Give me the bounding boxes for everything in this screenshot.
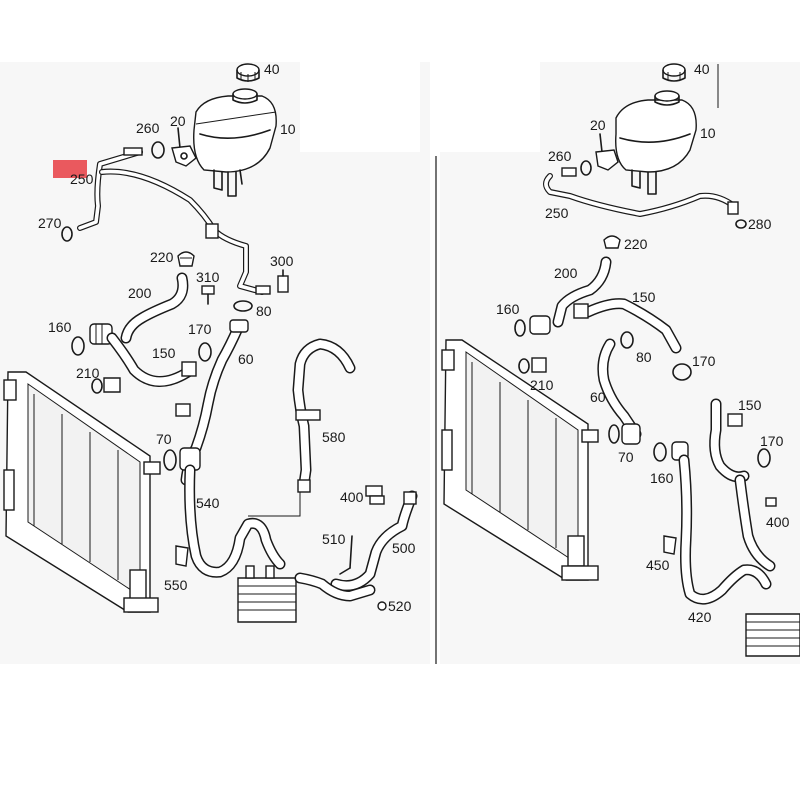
left-oil-cooler bbox=[237, 565, 297, 623]
right-label-450: 450 bbox=[646, 557, 670, 573]
left-leader-580-540 bbox=[248, 492, 301, 517]
left-label-220: 220 bbox=[150, 249, 174, 265]
left-label-150: 150 bbox=[152, 345, 176, 361]
left-label-200: 200 bbox=[128, 285, 152, 301]
left-label-260: 260 bbox=[136, 120, 160, 136]
left-label-80: 80 bbox=[256, 303, 272, 319]
left-part-400-clip bbox=[365, 485, 385, 505]
left-part-260-ring bbox=[151, 141, 165, 159]
right-panel-notch bbox=[440, 62, 540, 152]
left-label-300: 300 bbox=[270, 253, 294, 269]
left-part-160-fitting bbox=[71, 323, 113, 356]
right-label-400: 400 bbox=[766, 514, 790, 530]
left-part-500-hose bbox=[330, 490, 418, 592]
right-part-150-hose bbox=[573, 298, 682, 354]
left-label-310: 310 bbox=[196, 269, 220, 285]
left-part-250-hose bbox=[77, 147, 271, 295]
right-part-80-seal bbox=[620, 331, 634, 349]
left-lower-return-hose bbox=[294, 572, 376, 602]
right-oil-cooler bbox=[745, 613, 800, 657]
right-label-170: 170 bbox=[692, 353, 716, 369]
right-part-20-valve bbox=[595, 133, 619, 171]
left-part-510-bracket bbox=[339, 535, 353, 575]
right-radiator bbox=[441, 339, 599, 581]
left-part-170-ring bbox=[198, 342, 212, 362]
right-part-40-cap bbox=[662, 63, 686, 82]
left-part-80-seal bbox=[233, 300, 253, 312]
left-part-310-bolt bbox=[201, 285, 215, 305]
right-part-200-hose bbox=[552, 256, 612, 328]
left-part-20-valve bbox=[171, 127, 197, 167]
right-label-160: 160 bbox=[496, 301, 520, 317]
right-label-170b: 170 bbox=[760, 433, 784, 449]
left-label-10: 10 bbox=[280, 121, 296, 137]
left-part-550-bracket bbox=[175, 545, 189, 567]
left-label-70: 70 bbox=[156, 431, 172, 447]
right-label-70: 70 bbox=[618, 449, 634, 465]
left-label-510: 510 bbox=[322, 531, 346, 547]
left-part-150-hose bbox=[106, 332, 197, 387]
left-part-540-hose bbox=[184, 464, 286, 578]
left-label-170: 170 bbox=[188, 321, 212, 337]
left-label-520: 520 bbox=[388, 598, 412, 614]
right-part-220-clamp bbox=[603, 235, 621, 249]
left-part-220-clamp bbox=[177, 251, 195, 267]
right-diagram: 40 10 20 260 250 280 220 200 150 160 80 … bbox=[441, 61, 800, 657]
left-label-20: 20 bbox=[170, 113, 186, 129]
right-part-210-fitting bbox=[518, 357, 547, 374]
right-part-160-fitting bbox=[514, 315, 551, 337]
right-part-260-ring bbox=[580, 160, 592, 176]
right-part-280-ring bbox=[735, 219, 747, 229]
left-label-160: 160 bbox=[48, 319, 72, 335]
left-part-270-ring bbox=[61, 226, 73, 242]
left-label-550: 550 bbox=[164, 577, 188, 593]
left-part-200-hose bbox=[120, 272, 189, 344]
left-label-250: 250 bbox=[70, 171, 94, 187]
left-part-300-connector bbox=[277, 269, 289, 293]
left-label-40: 40 bbox=[264, 61, 280, 77]
left-part-520-bolt bbox=[377, 601, 387, 611]
left-label-210: 210 bbox=[76, 365, 100, 381]
right-part-250-line bbox=[543, 167, 739, 217]
highlight-marker-250 bbox=[53, 160, 87, 178]
right-label-260: 260 bbox=[548, 148, 572, 164]
right-part-170-ring bbox=[672, 363, 692, 381]
right-label-160b: 160 bbox=[650, 470, 674, 486]
right-part-400-bolt bbox=[765, 497, 777, 507]
left-part-70-fitting bbox=[163, 447, 201, 471]
left-part-210-fitting bbox=[91, 377, 121, 394]
right-label-150: 150 bbox=[632, 289, 656, 305]
left-part-40-cap bbox=[236, 63, 260, 82]
right-part-450-bracket bbox=[663, 535, 677, 555]
right-label-280: 280 bbox=[748, 216, 772, 232]
left-label-580: 580 bbox=[322, 429, 346, 445]
right-label-420: 420 bbox=[688, 609, 712, 625]
right-label-200: 200 bbox=[554, 265, 578, 281]
right-label-10: 10 bbox=[700, 125, 716, 141]
left-label-270: 270 bbox=[38, 215, 62, 231]
right-label-80: 80 bbox=[636, 349, 652, 365]
left-label-400: 400 bbox=[340, 489, 364, 505]
left-label-500: 500 bbox=[392, 540, 416, 556]
left-part-580-hose bbox=[292, 338, 356, 493]
right-part-10-expansion-tank bbox=[615, 90, 697, 195]
left-radiator bbox=[3, 371, 161, 613]
left-panel-notch bbox=[300, 62, 420, 152]
right-part-420-hose bbox=[678, 454, 776, 605]
right-label-20: 20 bbox=[590, 117, 606, 133]
left-label-540: 540 bbox=[196, 495, 220, 511]
left-diagram: 40 10 20 260 250 270 220 300 310 200 80 … bbox=[3, 61, 418, 623]
left-part-10-expansion-tank bbox=[193, 88, 277, 197]
right-label-60: 60 bbox=[590, 389, 606, 405]
right-label-150b: 150 bbox=[738, 397, 762, 413]
left-label-60: 60 bbox=[238, 351, 254, 367]
right-label-220: 220 bbox=[624, 236, 648, 252]
right-label-210: 210 bbox=[530, 377, 554, 393]
right-part-70-fitting bbox=[608, 423, 641, 445]
right-label-40: 40 bbox=[694, 61, 710, 77]
right-label-250: 250 bbox=[545, 205, 569, 221]
